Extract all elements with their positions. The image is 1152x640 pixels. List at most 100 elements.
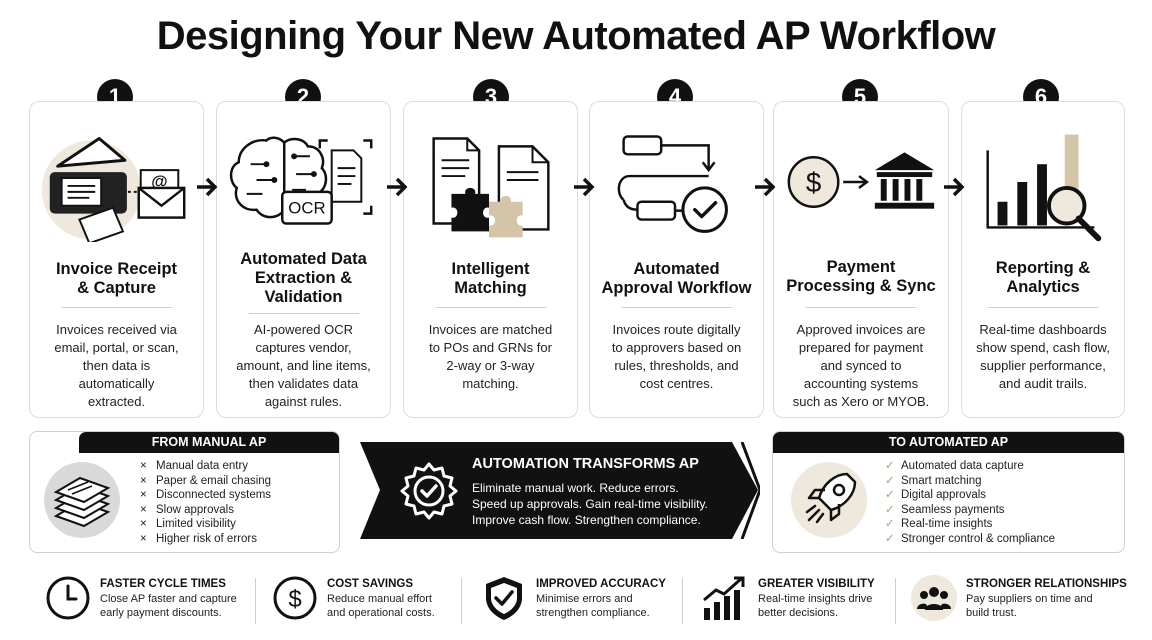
step-desc-line: to POs and GRNs for <box>429 340 552 355</box>
step-card-6: Reporting & Analytics Real-time dashboar… <box>961 101 1125 418</box>
list-item: ×Higher risk of errors <box>140 532 257 545</box>
check-mark-icon: ✓ <box>885 532 895 545</box>
step-title-line: Analytics <box>1006 278 1080 296</box>
paper-stack-icon <box>44 462 120 538</box>
puzzle-documents-icon <box>432 137 550 238</box>
step-desc-line: Invoices received via <box>56 322 177 337</box>
list-item: ✓Digital approvals <box>885 489 987 502</box>
divider <box>806 307 916 308</box>
x-mark-icon: × <box>140 460 147 472</box>
benefit-desc: Real-time insights drive better decision… <box>758 593 872 620</box>
benefit-faster-cycle: FASTER CYCLE TIMES Close AP faster and c… <box>44 572 244 632</box>
step-desc-line: Approved invoices are <box>796 322 926 337</box>
dollar-symbol: $ <box>288 586 301 613</box>
benefit-desc: Pay suppliers on time and build trust. <box>966 593 1093 620</box>
scanner-email-icon: @ <box>41 137 186 242</box>
benefit-desc-line: and operational costs. <box>327 606 435 619</box>
step-desc-line: and audit trails. <box>998 376 1088 391</box>
shield-check-icon <box>486 577 522 620</box>
benefit-title: STRONGER RELATIONSHIPS <box>966 578 1127 590</box>
step-title-line: & Capture <box>77 279 156 297</box>
step-desc-line: Invoices are matched <box>428 322 553 337</box>
rocket-icon <box>791 462 867 538</box>
check-mark-icon: ✓ <box>885 503 895 516</box>
dollar-label: $ <box>806 167 821 198</box>
step-desc-line: Invoices route digitally <box>612 322 741 337</box>
benefit-improved-accuracy: IMPROVED ACCURACY Minimise errors and st… <box>480 572 670 632</box>
x-mark-icon: × <box>140 518 147 531</box>
step-title-line: Validation <box>264 288 343 306</box>
step-desc-3: Invoices are matched to POs and GRNs for… <box>414 321 567 393</box>
benefit-desc-line: strengthen compliance. <box>536 606 650 619</box>
step-desc-5: Approved invoices are prepared for payme… <box>784 321 938 411</box>
check-mark-icon: ✓ <box>885 460 895 472</box>
step-desc-line: captures vendor, <box>255 340 352 355</box>
gear-check-icon <box>400 462 458 520</box>
step-desc-line: then validates data <box>248 376 359 391</box>
arrow-right-icon <box>197 177 218 197</box>
step-desc-line: matching. <box>462 376 519 391</box>
svg-text:@: @ <box>151 172 167 191</box>
banner-arrow-shape <box>360 442 760 539</box>
benefit-title: FASTER CYCLE TIMES <box>100 578 226 590</box>
ocr-label: OCR <box>288 199 325 218</box>
divider <box>621 307 732 308</box>
to-automated-panel: TO AUTOMATED AP ✓Automated data capture … <box>772 431 1125 553</box>
step-title-line: Invoice Receipt <box>55 260 178 278</box>
banner-line: Speed up approvals. Gain real-time visib… <box>472 497 708 511</box>
benefit-desc-line: build trust. <box>966 606 1017 619</box>
step-desc-line: 2-way or 3-way <box>446 358 535 373</box>
benefit-desc: Reduce manual effort and operational cos… <box>327 593 435 620</box>
check-mark-icon: ✓ <box>885 518 895 531</box>
benefit-desc-line: Pay suppliers on time and <box>966 593 1093 605</box>
to-automated-heading: TO AUTOMATED AP <box>773 432 1124 453</box>
arrow-right-icon <box>387 177 408 197</box>
step-title-6: Reporting & Analytics <box>970 259 1116 297</box>
dollar-icon: $ <box>273 576 317 620</box>
step-desc-line: supplier performance, <box>980 358 1106 373</box>
step-desc-line: prepared for payment <box>798 340 924 355</box>
arrow-right-icon <box>944 177 965 197</box>
step-title-line: Processing & Sync <box>786 277 936 295</box>
list-item: ×Manual data entry <box>140 460 249 472</box>
bar-chart-magnifier-icon <box>986 134 1102 242</box>
divider <box>248 313 359 314</box>
manual-problems-list: ×Manual data entry ×Paper & email chasin… <box>140 459 271 547</box>
step-title-line: Intelligent <box>451 260 530 278</box>
list-item: ×Paper & email chasing <box>140 474 272 487</box>
benefit-title: IMPROVED ACCURACY <box>536 578 666 590</box>
growth-chart-icon <box>703 576 745 620</box>
benefit-cost-savings: $ COST SAVINGS Reduce manual effort and … <box>271 572 451 632</box>
step-desc-2: AI-powered OCR captures vendor, amount, … <box>227 321 380 411</box>
benefit-desc-line: better decisions. <box>758 606 839 619</box>
from-manual-heading: FROM MANUAL AP <box>79 432 339 453</box>
step-desc-line: extracted. <box>87 394 146 409</box>
divider <box>461 578 462 624</box>
step-desc-line: automatically <box>78 376 155 391</box>
check-mark-icon: ✓ <box>885 474 895 487</box>
divider <box>988 307 1098 308</box>
step-desc-line: against rules. <box>264 394 343 409</box>
step-desc-line: then data is <box>82 358 151 373</box>
benefit-title: GREATER VISIBILITY <box>758 578 875 590</box>
step-desc-6: Real-time dashboards show spend, cash fl… <box>972 321 1114 393</box>
step-title-1: Invoice Receipt & Capture <box>38 260 195 298</box>
step-desc-line: show spend, cash flow, <box>976 340 1110 355</box>
step-card-1: @ Invoice Receipt & Capture Invoices rec… <box>29 101 204 418</box>
list-item: ×Disconnected systems <box>140 489 272 502</box>
step-title-line: Automated Data <box>240 250 367 268</box>
step-card-4: Automated Approval Workflow Invoices rou… <box>589 101 764 418</box>
step-title-line: Payment <box>826 258 896 276</box>
arrow-right-icon <box>574 177 595 197</box>
from-manual-panel: FROM MANUAL AP ×Manual data entry ×Paper… <box>29 431 340 553</box>
step-title-line: Matching <box>454 279 527 297</box>
benefit-desc-line: Minimise errors and <box>536 593 633 605</box>
step-title-3: Intelligent Matching <box>412 260 569 298</box>
list-item: ✓Smart matching <box>885 474 982 487</box>
list-item: ✓Stronger control & compliance <box>885 532 1056 545</box>
automated-benefits-list: ✓Automated data capture ✓Smart matching … <box>885 459 1055 547</box>
x-mark-icon: × <box>140 532 147 545</box>
divider <box>61 307 172 308</box>
step-desc-line: Real-time dashboards <box>979 322 1107 337</box>
x-mark-icon: × <box>140 474 147 487</box>
